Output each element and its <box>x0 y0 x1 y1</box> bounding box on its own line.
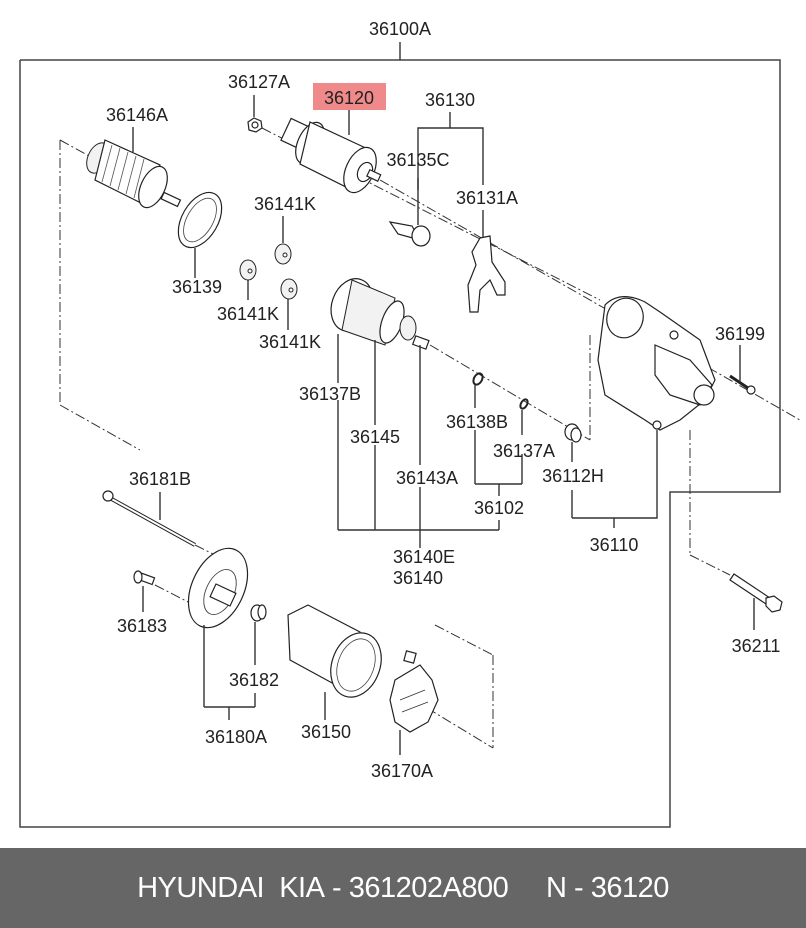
label-36143a: 36143A <box>396 468 458 488</box>
label-36130: 36130 <box>425 90 475 110</box>
label-36146a: 36146A <box>106 105 168 125</box>
highlight-box <box>313 83 386 110</box>
screw-36183[interactable] <box>133 570 156 586</box>
brand-name: HYUNDAI KIA <box>137 871 325 904</box>
gear-36141k-right[interactable] <box>280 278 298 300</box>
yoke-36150[interactable] <box>287 604 390 704</box>
label-36139: 36139 <box>172 277 222 297</box>
label-36141k-right: 36141K <box>259 332 321 352</box>
separator-2: - <box>566 871 591 904</box>
label-36150: 36150 <box>301 722 351 742</box>
ref-prefix: N <box>546 871 567 904</box>
label-36112h: 36112H <box>542 466 604 486</box>
bushing-36112h[interactable] <box>564 423 582 443</box>
label-36140e: 36140E <box>393 547 455 567</box>
label-36137a: 36137A <box>493 441 555 461</box>
label-36181b: 36181B <box>129 469 191 489</box>
label-36138b: 36138B <box>446 412 508 432</box>
label-36199: 36199 <box>715 324 765 344</box>
gear-36141k-top[interactable] <box>274 243 292 265</box>
screw-36199[interactable] <box>729 374 756 395</box>
starter-housing-36110[interactable] <box>597 293 716 431</box>
armature-36146a[interactable] <box>82 139 182 212</box>
label-36135c: 36135C <box>386 150 449 170</box>
lever-36131a[interactable] <box>467 235 506 313</box>
label-36141k-top: 36141K <box>254 194 316 214</box>
separator: - <box>324 871 349 904</box>
plate-36139[interactable] <box>169 185 230 255</box>
gear-36141k-left[interactable] <box>239 259 257 281</box>
ring-36138b[interactable] <box>472 372 485 386</box>
shaft-36143a[interactable] <box>411 335 430 350</box>
label-36141k-left: 36141K <box>217 304 279 324</box>
highlighted-part-badge[interactable]: 36120 <box>313 83 386 110</box>
pinion-36145[interactable] <box>399 315 417 341</box>
label-36127a: 36127A <box>228 72 290 92</box>
label-36183: 36183 <box>117 616 167 636</box>
label-36102: 36102 <box>474 498 524 518</box>
parts-diagram: 36100A 36120 36127A 3 <box>19 19 801 828</box>
label-36140: 36140 <box>393 568 443 588</box>
part-number-footer: HYUNDAI KIA - 361202A800 N - 36120 <box>0 848 806 928</box>
brush-holder-36170a[interactable] <box>389 650 439 733</box>
through-bolt-36181b[interactable] <box>102 490 196 547</box>
solenoid-36120[interactable] <box>280 117 383 198</box>
part-number: 361202A800 <box>348 871 509 904</box>
assembly-frame <box>19 42 781 828</box>
mounting-bolt-36211[interactable] <box>729 573 783 613</box>
label-36110: 36110 <box>590 535 639 555</box>
end-frame-36180a[interactable] <box>177 539 260 637</box>
label-36180a: 36180A <box>205 727 267 747</box>
ref-number: 36120 <box>590 871 670 904</box>
clutch-36137b[interactable] <box>324 273 409 346</box>
highlighted-part-label: 36120 <box>324 88 374 108</box>
bushing-36182[interactable] <box>250 604 267 622</box>
axis-lines <box>59 127 801 749</box>
plunger-36135c[interactable] <box>388 221 431 247</box>
label-36131a: 36131A <box>456 188 518 208</box>
label-36145: 36145 <box>350 427 400 447</box>
label-36211: 36211 <box>732 636 781 656</box>
label-36137b: 36137B <box>299 384 361 404</box>
spacer <box>508 872 546 905</box>
label-36170a: 36170A <box>371 761 433 781</box>
ring-36137a[interactable] <box>519 398 529 410</box>
label-36182: 36182 <box>229 670 279 690</box>
assembly-label: 36100A <box>369 19 431 39</box>
nut-36127a[interactable] <box>247 117 263 133</box>
